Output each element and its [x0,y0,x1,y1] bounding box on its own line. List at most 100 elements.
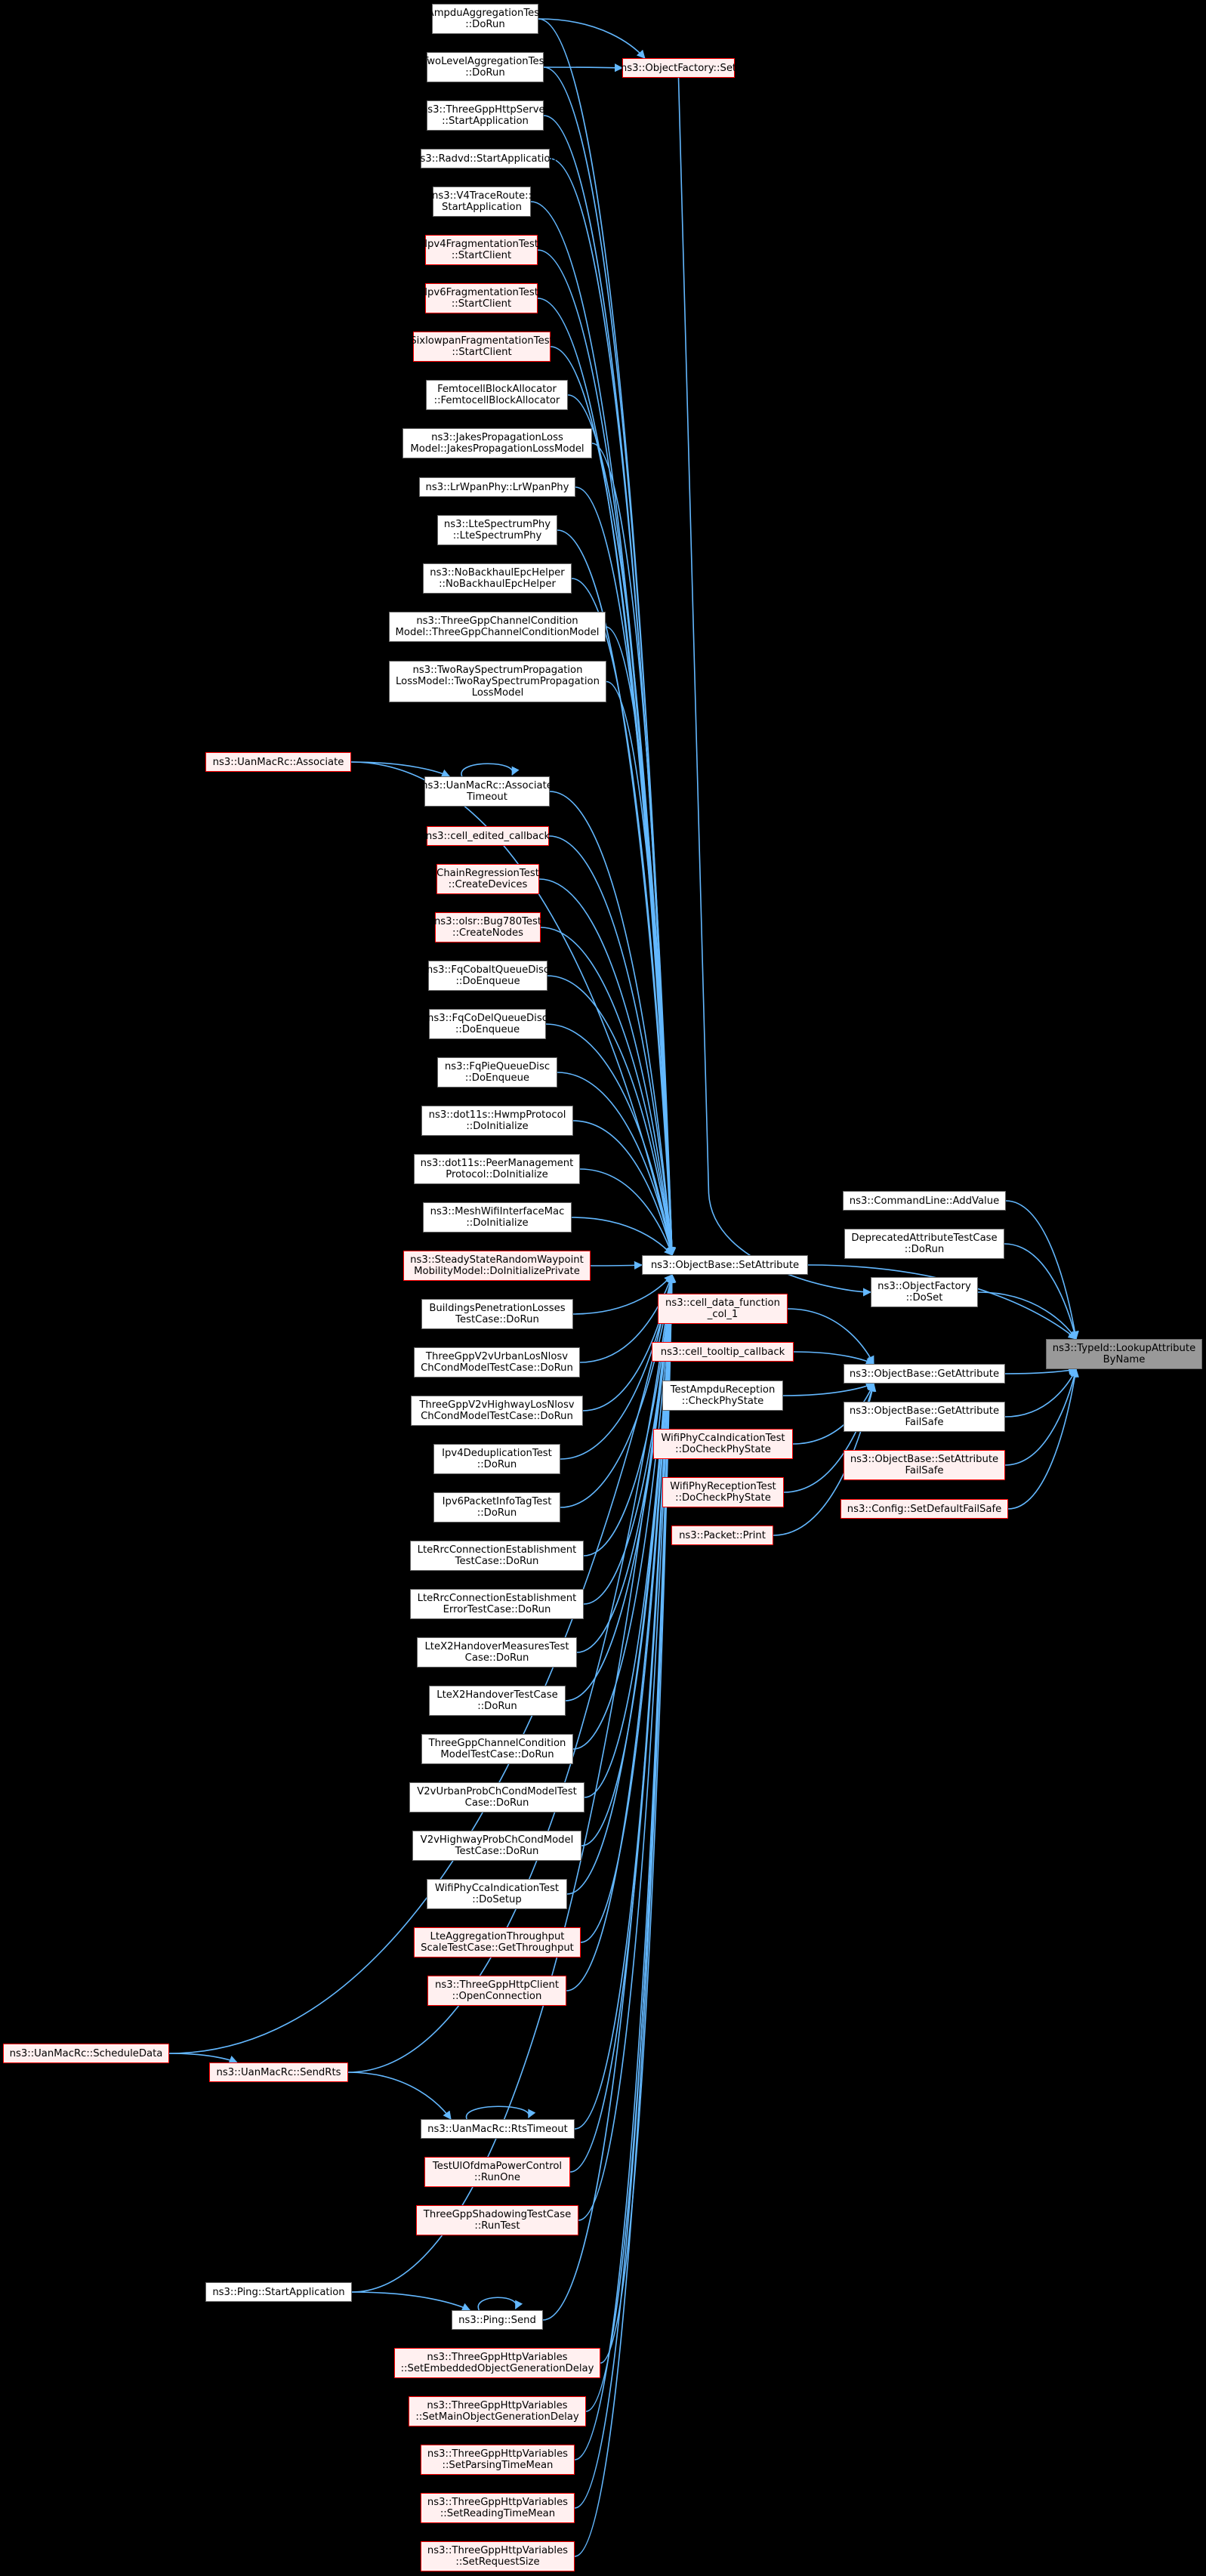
graph-node[interactable]: ns3::cell_data_function _col_1 [658,1294,788,1324]
graph-node[interactable]: ns3::Config::SetDefaultFailSafe [840,1499,1008,1519]
graph-node[interactable]: ns3::ObjectBase::GetAttribute [844,1364,1005,1384]
graph-node[interactable]: LteRrcConnectionEstablishment TestCase::… [410,1541,584,1571]
graph-node[interactable]: SixlowpanFragmentationTest ::StartClient [410,332,554,362]
graph-node[interactable]: ThreeGppV2vUrbanLosNlosv ChCondModelTest… [414,1347,580,1377]
graph-node[interactable]: ns3::ThreeGppHttpVariables ::SetReadingT… [421,2493,575,2523]
call-edge [347,2072,452,2120]
call-edge [557,1072,675,1257]
graph-node[interactable]: ns3::olsr::Bug780Test ::CreateNodes [434,912,541,942]
graph-node[interactable]: ThreeGppChannelCondition ModelTestCase::… [421,1734,573,1764]
call-edge [572,1120,675,1257]
graph-node[interactable]: ns3::ThreeGppHttpServer ::StartApplicati… [421,100,549,131]
graph-node[interactable]: ns3::Ping::Send [452,2310,543,2330]
graph-node[interactable]: ns3::ThreeGppHttpVariables ::SetEmbedded… [394,2348,600,2378]
graph-node[interactable]: ns3::cell_edited_callback [426,826,550,846]
call-edge [977,1291,1077,1340]
call-edge [540,927,676,1257]
call-edge [548,835,676,1257]
call-edge [1005,1200,1079,1340]
graph-node[interactable]: ns3::UanMacRc::Associate Timeout [421,776,553,807]
graph-node[interactable]: ns3::FqPieQueueDisc ::DoEnqueue [437,1057,557,1087]
graph-node[interactable]: ns3::ObjectFactory::Set [621,58,736,78]
call-edge [549,791,676,1257]
graph-node[interactable]: FemtocellBlockAllocator ::FemtocellBlock… [426,380,568,410]
graph-node[interactable]: WifiPhyCcaIndicationTest ::DoCheckPhySta… [653,1429,793,1459]
call-edge [1007,1368,1079,1510]
focus-node: ns3::TypeId::LookupAttribute ByName [1046,1339,1202,1369]
call-edge [1004,1368,1077,1418]
graph-node[interactable]: ns3::ObjectBase::GetAttribute FailSafe [844,1402,1005,1432]
graph-node[interactable]: ns3::ThreeGppHttpClient ::OpenConnection [427,1976,566,2006]
graph-node[interactable]: V2vUrbanProbChCondModelTest Case::DoRun [409,1782,584,1812]
graph-node[interactable]: DeprecatedAttributeTestCase ::DoRun [844,1229,1004,1259]
call-edge [351,2291,471,2311]
graph-node[interactable]: ns3::CommandLine::AddValue [843,1191,1006,1211]
graph-node[interactable]: ns3::FqCobaltQueueDisc ::DoEnqueue [427,961,549,991]
graph-node[interactable]: TwoLevelAggregationTest ::DoRun [422,52,548,82]
call-edge [543,63,624,72]
graph-node[interactable]: ns3::cell_tooltip_callback [652,1342,794,1362]
call-edge [351,1273,676,2293]
graph-node[interactable]: ns3::JakesPropagationLoss Model::JakesPr… [403,428,592,458]
graph-node[interactable]: ns3::dot11s::HwmpProtocol ::DoInitialize [421,1106,573,1136]
graph-node[interactable]: ThreeGppShadowingTestCase ::RunTest [416,2205,578,2235]
graph-node[interactable]: ChainRegressionTest ::CreateDevices [436,864,539,894]
graph-node[interactable]: Ipv6FragmentationTest ::StartClient [424,283,538,313]
graph-node[interactable]: ns3::ThreeGppHttpVariables ::SetParsingT… [421,2445,575,2475]
graph-node[interactable]: TestAmpduReception ::CheckPhyState [662,1381,783,1411]
graph-node[interactable]: ns3::Packet::Print [671,1526,773,1545]
graph-node[interactable]: AmpduAggregationTest ::DoRun [427,4,543,34]
graph-node[interactable]: BuildingsPenetrationLosses TestCase::DoR… [421,1299,573,1329]
graph-node[interactable]: WifiPhyCcaIndicationTest ::DoSetup [427,1879,567,1909]
call-edge [547,975,676,1257]
graph-node[interactable]: ns3::ThreeGppChannelCondition Model::Thr… [389,612,606,642]
call-edge [578,1273,677,2221]
graph-node[interactable]: LteAggregationThroughput ScaleTestCase::… [414,1927,581,1957]
graph-node[interactable]: ns3::UanMacRc::ScheduleData [3,2044,169,2063]
graph-node[interactable]: Ipv6PacketInfoTagTest ::DoRun [433,1492,560,1522]
call-edge [590,1260,643,1270]
call-edge [566,1273,677,1895]
call-edge [477,2297,523,2311]
graph-node[interactable]: ns3::V4TraceRoute:: StartApplication [432,187,532,217]
call-edge [1004,1243,1078,1340]
call-edge [1004,1368,1079,1466]
graph-node[interactable]: ns3::TwoRaySpectrumPropagation LossModel… [389,661,606,702]
graph-node[interactable]: ns3::SteadyStateRandomWaypoint MobilityM… [403,1251,591,1281]
graph-node[interactable]: ns3::LrWpanPhy::LrWpanPhy [419,477,575,497]
call-edge [571,1217,673,1256]
graph-node[interactable]: ns3::UanMacRc::Associate [205,752,351,772]
call-edge [793,1351,875,1365]
graph-node[interactable]: V2vHighwayProbChCondModel TestCase::DoRu… [412,1831,581,1861]
call-edge [606,680,677,1257]
call-edge [350,761,451,778]
graph-node[interactable]: WifiPhyReceptionTest ::DoCheckPhyState [662,1477,784,1507]
graph-node[interactable]: Ipv4FragmentationTest ::StartClient [424,235,538,265]
graph-node[interactable]: ns3::MeshWifiInterfaceMac ::DoInitialize [423,1202,572,1232]
graph-node[interactable]: Ipv4DeduplicationTest ::DoRun [433,1444,560,1474]
graph-node[interactable]: LteRrcConnectionEstablishment ErrorTestC… [410,1589,584,1619]
graph-node[interactable]: ns3::dot11s::PeerManagement Protocol::Do… [414,1154,580,1184]
call-edge [579,1273,674,1363]
graph-node[interactable]: ns3::ThreeGppHttpVariables ::SetRequestS… [421,2541,575,2571]
graph-node[interactable]: ns3::UanMacRc::RtsTimeout [421,2119,575,2139]
graph-node[interactable]: ns3::ObjectFactory ::DoSet [871,1277,978,1307]
graph-node[interactable]: TestUlOfdmaPowerControl ::RunOne [424,2157,570,2187]
call-edge [807,1264,1077,1340]
call-edge [538,18,646,59]
graph-node[interactable]: ThreeGppV2vHighwayLosNlosv ChCondModelTe… [411,1396,583,1426]
call-edge [168,2053,238,2064]
graph-node[interactable]: ns3::FqCoDelQueueDisc ::DoEnqueue [427,1009,547,1039]
graph-node[interactable]: ns3::Ping::StartApplication [205,2282,352,2302]
graph-node[interactable]: ns3::LteSpectrumPhy ::LteSpectrumPhy [437,515,557,545]
graph-node[interactable]: ns3::ObjectBase::SetAttribute [642,1255,808,1275]
call-edge [787,1308,874,1365]
graph-node[interactable]: LteX2HandoverTestCase ::DoRun [429,1686,566,1716]
graph-node[interactable]: ns3::Radvd::StartApplication [414,149,557,168]
graph-node[interactable]: LteX2HandoverMeasuresTest Case::DoRun [417,1637,577,1667]
graph-node[interactable]: ns3::NoBackhaulEpcHelper ::NoBackhaulEpc… [423,563,572,594]
graph-node[interactable]: ns3::ObjectBase::SetAttribute FailSafe [844,1450,1005,1480]
call-edge [782,1382,875,1396]
graph-node[interactable]: ns3::ThreeGppHttpVariables ::SetMainObje… [409,2396,586,2426]
graph-node[interactable]: ns3::UanMacRc::SendRts [209,2062,348,2082]
